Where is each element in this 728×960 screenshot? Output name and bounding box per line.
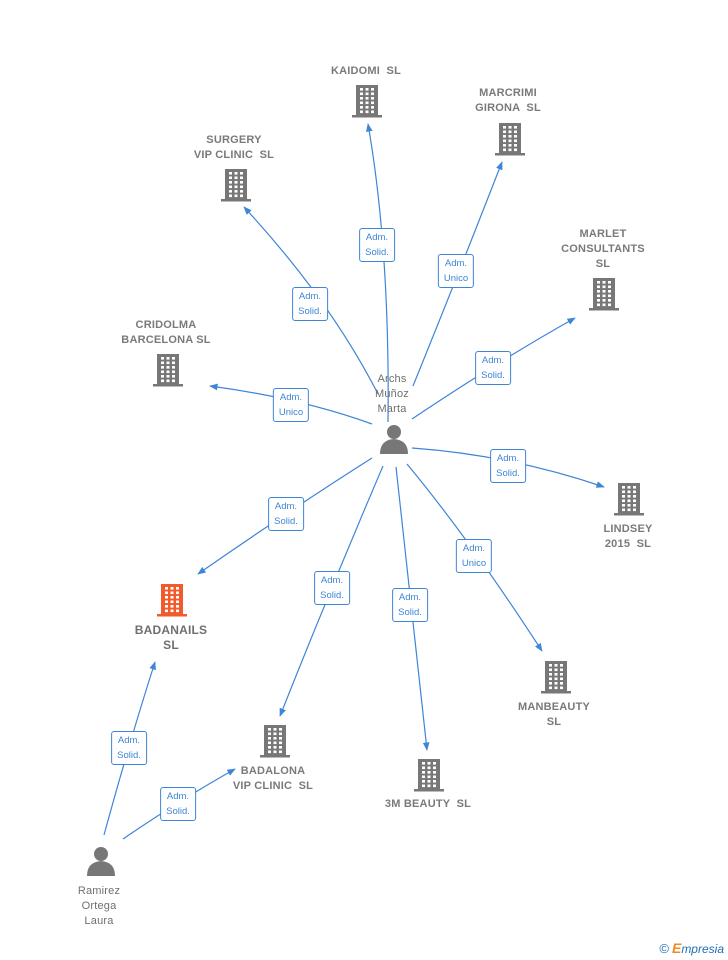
company-label-manbeauty[interactable]: MANBEAUTY SL — [517, 701, 591, 728]
building-icon[interactable] — [157, 584, 187, 617]
building-icon[interactable] — [541, 661, 571, 694]
relation-label-archs-beauty3m[interactable]: Adm. Solid. — [392, 588, 428, 622]
building-icon[interactable] — [352, 85, 382, 118]
building-icon[interactable] — [414, 759, 444, 792]
building-icon[interactable] — [260, 725, 290, 758]
relation-label-archs-cridolma[interactable]: Adm. Unico — [272, 388, 310, 422]
relation-label-ramirez-badalona[interactable]: Adm. Solid. — [160, 787, 196, 821]
building-icon[interactable] — [589, 278, 619, 311]
brand-logo[interactable]: Empresia — [672, 940, 724, 956]
brand-initial: E — [671, 940, 682, 956]
company-label-cridolma[interactable]: CRIDOLMA BARCELONA SL — [121, 319, 211, 346]
company-label-marcrimi[interactable]: MARCRIMI GIRONA SL — [475, 87, 541, 114]
building-icon[interactable] — [495, 123, 525, 156]
person-icon[interactable] — [87, 847, 115, 876]
relation-label-archs-manbeauty[interactable]: Adm. Unico — [455, 539, 493, 573]
company-label-kaidomi[interactable]: KAIDOMI SL — [330, 65, 402, 77]
building-icon[interactable] — [221, 169, 251, 202]
relation-label-archs-badalona[interactable]: Adm. Solid. — [314, 571, 350, 605]
relation-label-archs-badanails[interactable]: Adm. Solid. — [268, 497, 304, 531]
relation-label-archs-lindsey[interactable]: Adm. Solid. — [490, 449, 526, 483]
building-icon[interactable] — [614, 483, 644, 516]
relation-label-archs-marcrimi[interactable]: Adm. Unico — [437, 254, 475, 288]
company-label-badalona[interactable]: BADALONA VIP CLINIC SL — [232, 765, 314, 792]
company-label-badanails[interactable]: BADANAILS SL — [134, 623, 208, 652]
company-label-surgery[interactable]: SURGERY VIP CLINIC SL — [193, 134, 275, 161]
footer: © Empresia — [659, 940, 724, 956]
brand-name: mpresia — [681, 942, 724, 956]
copyright-symbol: © — [659, 940, 669, 956]
company-label-marlet[interactable]: MARLET CONSULTANTS SL — [561, 228, 645, 270]
relation-label-ramirez-badanails[interactable]: Adm. Solid. — [111, 731, 147, 765]
relation-label-archs-kaidomi[interactable]: Adm. Solid. — [359, 228, 395, 262]
person-icon[interactable] — [380, 425, 408, 454]
building-icon[interactable] — [153, 354, 183, 387]
person-label-archs[interactable]: Archs Muñoz Marta — [374, 373, 410, 415]
relation-label-archs-marlet[interactable]: Adm. Solid. — [475, 351, 511, 385]
person-label-ramirez[interactable]: Ramirez Ortega Laura — [77, 885, 121, 927]
company-label-lindsey[interactable]: LINDSEY 2015 SL — [603, 523, 653, 550]
relation-label-archs-surgery[interactable]: Adm. Solid. — [292, 287, 328, 321]
company-label-beauty3m[interactable]: 3M BEAUTY SL — [384, 798, 472, 810]
